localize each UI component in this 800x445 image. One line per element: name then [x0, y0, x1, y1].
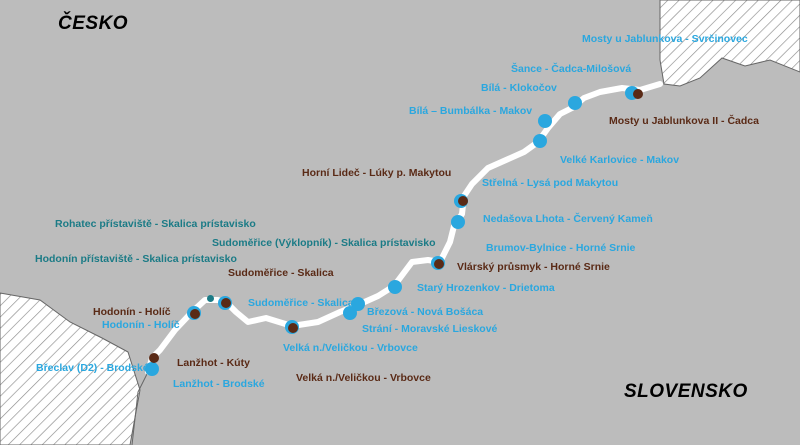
crossing-label: Velká n./Veličkou - Vrbovce [296, 372, 431, 384]
crossing-label: Nedašova Lhota - Červený Kameň [483, 213, 653, 225]
crossing-marker[interactable] [633, 89, 643, 99]
crossing-marker[interactable] [207, 295, 214, 302]
crossing-label: Sudoměřice - Skalica [248, 297, 354, 309]
crossing-label: Mosty u Jablunkova II - Čadca [609, 115, 759, 127]
crossing-marker[interactable] [451, 215, 465, 229]
crossing-marker[interactable] [533, 134, 547, 148]
crossing-marker[interactable] [458, 196, 468, 206]
crossing-label: Hodonín - Holíč [102, 319, 180, 331]
crossing-label: Brumov-Bylnice - Horné Srnie [486, 242, 636, 254]
crossing-label: Březová - Nová Bošáca [367, 306, 484, 318]
crossing-label: Strání - Moravské Lieskové [362, 323, 498, 335]
crossing-marker[interactable] [190, 309, 200, 319]
crossing-marker[interactable] [538, 114, 552, 128]
poland-region [659, 0, 800, 87]
crossing-label: Starý Hrozenkov - Drietoma [417, 282, 555, 294]
crossing-label: Mosty u Jablunkova - Svrčinovec [582, 33, 748, 45]
crossing-label: Lanžhot - Brodské [173, 378, 265, 390]
crossing-label: Bílá – Bumbálka - Makov [409, 105, 533, 117]
crossing-label: Hodonín přístaviště - Skalica prístavisk… [35, 253, 237, 265]
crossing-marker[interactable] [568, 96, 582, 110]
crossing-label: Vlárský průsmyk - Horné Srnie [457, 261, 610, 273]
crossing-label: Velká n./Veličkou - Vrbovce [283, 342, 418, 354]
crossing-label: Břeclav (D2) - Brodské [36, 362, 149, 374]
crossing-marker[interactable] [343, 306, 357, 320]
crossing-marker[interactable] [149, 353, 159, 363]
crossing-label: Sudoměřice - Skalica [228, 267, 334, 279]
crossing-label: Střelná - Lysá pod Makytou [482, 177, 619, 189]
crossing-label: Lanžhot - Kúty [177, 357, 250, 369]
crossing-label: Velké Karlovice - Makov [560, 154, 680, 166]
country-czech: ČESKO [58, 13, 129, 34]
crossing-label: Hodonín - Holíč [93, 306, 171, 318]
country-slovakia: SLOVENSKO [624, 381, 748, 402]
sk-at-border [131, 371, 149, 445]
crossing-label: Horní Lideč - Lúky p. Makytou [302, 167, 452, 179]
crossing-marker[interactable] [434, 259, 444, 269]
crossing-marker[interactable] [145, 362, 159, 376]
crossing-marker[interactable] [288, 323, 298, 333]
crossing-label: Bílá - Klokočov [481, 82, 557, 94]
crossing-label: Sudoměřice (Výklopník) - Skalica prístav… [212, 237, 436, 249]
crossing-label: Rohatec přístaviště - Skalica prístavisk… [55, 218, 256, 230]
crossing-label: Šance - Čadca-Milošová [511, 63, 632, 75]
crossing-marker[interactable] [388, 280, 402, 294]
austria-region [0, 292, 141, 445]
crossing-marker[interactable] [221, 298, 231, 308]
